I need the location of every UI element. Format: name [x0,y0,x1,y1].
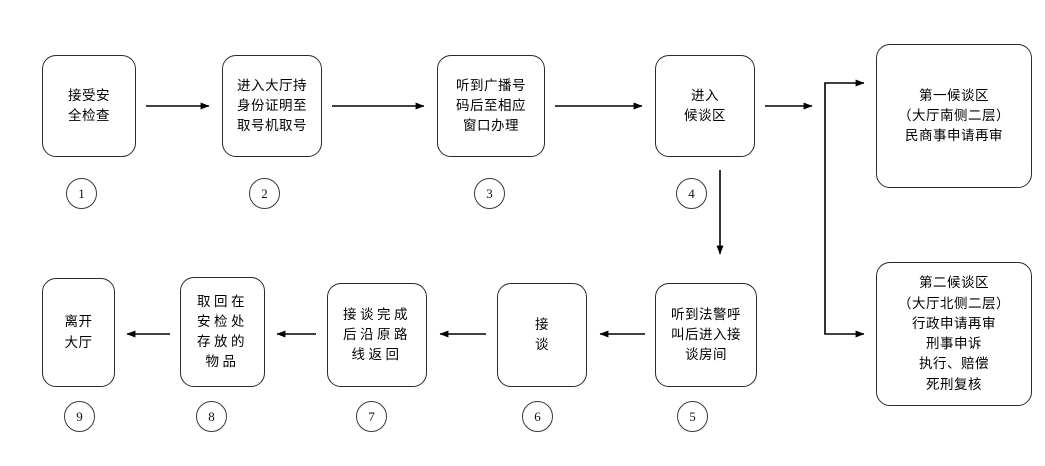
flow-node-n5[interactable]: 听到法警呼 叫后进入接 谈房间 [655,283,757,387]
flow-node-r1[interactable]: 第一候谈区 （大厅南侧二层） 民商事申请再审 [876,44,1032,188]
flow-node-label: 接 谈 [535,316,549,353]
step-badge-4: 4 [676,178,707,209]
flow-node-n4[interactable]: 进入 候谈区 [655,55,755,157]
flow-node-n6[interactable]: 接 谈 [497,283,587,387]
step-badge-6: 6 [522,401,553,432]
flow-node-label: 接谈完成 后沿原路 线返回 [343,306,411,364]
edge-branch-to-first-area [824,79,865,106]
flow-node-label: 第二候谈区 （大厅北侧二层） 行政申请再审 刑事申诉 执行、赔偿 死刑复核 [898,275,1010,393]
step-badge-2: 2 [249,178,280,209]
flow-node-label: 第一候谈区 （大厅南侧二层） 民商事申请再审 [898,87,1010,145]
flow-node-n9[interactable]: 离开 大厅 [42,278,115,387]
step-badge-9: 9 [64,401,95,432]
edge-branch-to-second-area [824,106,865,338]
flow-node-r2[interactable]: 第二候谈区 （大厅北侧二层） 行政申请再审 刑事申诉 执行、赔偿 死刑复核 [876,262,1032,406]
flow-node-label: 进入 候谈区 [684,87,726,124]
flow-node-label: 进入大厅持 身份证明至 取号机取号 [237,77,307,135]
step-badge-8: 8 [196,401,227,432]
flow-node-n1[interactable]: 接受安 全检查 [42,55,136,157]
flow-node-label: 接受安 全检查 [68,87,110,124]
flow-node-n8[interactable]: 取回在 安检处 存放的 物品 [180,277,265,387]
step-badge-7: 7 [356,401,387,432]
flow-node-n3[interactable]: 听到广播号 码后至相应 窗口办理 [437,55,545,157]
flow-node-n2[interactable]: 进入大厅持 身份证明至 取号机取号 [222,55,322,157]
step-badge-1: 1 [66,178,97,209]
flow-node-label: 听到广播号 码后至相应 窗口办理 [456,77,526,135]
flow-node-n7[interactable]: 接谈完成 后沿原路 线返回 [327,283,427,387]
flow-node-label: 取回在 安检处 存放的 物品 [197,293,248,371]
flow-node-label: 听到法警呼 叫后进入接 谈房间 [671,306,741,364]
step-badge-5: 5 [677,401,708,432]
step-badge-3: 3 [474,178,505,209]
flow-node-label: 离开 大厅 [64,314,93,351]
